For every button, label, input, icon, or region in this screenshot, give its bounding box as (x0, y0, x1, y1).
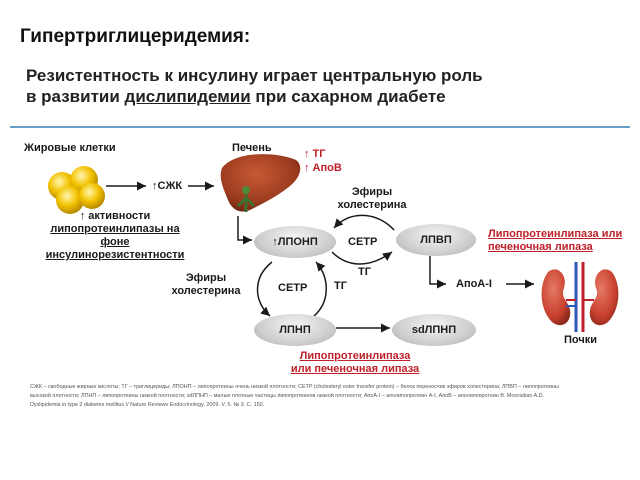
liver-label: Печень (232, 142, 272, 154)
reference-footnote: СЖК – свободные жирные кислоты; ТГ – три… (30, 383, 630, 410)
slide-heading: Резистентность к инсулину играет централ… (26, 65, 586, 107)
divider-rule (10, 126, 630, 128)
heading-line-2-end: при сахарном диабете (250, 87, 446, 106)
liver-tg-label: ↑ ТГ (304, 148, 326, 160)
tg-top-label: ТГ (358, 266, 371, 278)
reference-line-2: высокой плотности; ЛПНП – липопротеины н… (30, 393, 545, 399)
heading-line-2-start: в развитии (26, 87, 125, 106)
heading-line-2: в развитии дислипидемии при сахарном диа… (26, 86, 586, 107)
heading-underlined-word: дислипидемии (124, 87, 251, 106)
lipase-bottom-line-2: или печеночная липаза (290, 363, 420, 375)
lipase-activity-line-1: ↑ активности (79, 210, 151, 222)
sdldl-node: sdЛПНП (392, 314, 476, 346)
esters-top-line-2: холестерина (337, 199, 407, 211)
hdl-node: ЛПВП (396, 224, 476, 256)
reference-line-3: Dyslipidemia in type 2 diabetes mellitus… (30, 402, 265, 408)
lipase-activity-note: ↑ активности липопротеинлипазы на фоне и… (40, 210, 190, 262)
lipase-right-label: Липопротеинлипаза или печеночная липаза (488, 228, 638, 254)
arrow-hdl-to-apoa1 (429, 256, 446, 289)
kidneys-label: Почки (564, 334, 598, 346)
esters-top-line-1: Эфиры (351, 186, 393, 198)
arrow-vldl-to-hdl (331, 251, 393, 265)
fat-cells-icon (48, 166, 105, 214)
arrow-ldl-to-vldl (313, 261, 327, 317)
lipase-right-line-2: печеночная липаза (488, 241, 593, 253)
esters-left-line-1: Эфиры (185, 272, 227, 284)
apoa1-label: АпоА-I (456, 278, 492, 290)
liver-apob-label: ↑ АпоВ (304, 162, 342, 174)
cetp-left-label: CETP (278, 282, 308, 294)
lipase-activity-line-2: липопротеинлипазы на фоне (50, 223, 180, 248)
esters-left-label: Эфиры холестерина (164, 272, 248, 298)
tg-left-label: ТГ (334, 280, 347, 292)
ldl-node: ЛПНП (254, 314, 336, 346)
slide-title: Гипертриглицеридемия: (20, 26, 251, 47)
lipase-bottom-label: Липопротеинлипаза или печеночная липаза (290, 350, 420, 376)
lipase-right-line-1: Липопротеинлипаза или (488, 228, 623, 240)
arrow-liver-to-vldl (237, 216, 252, 245)
kidneys-icon (541, 262, 619, 332)
reference-line-1: СЖК – свободные жирные кислоты; ТГ – три… (30, 384, 559, 390)
lipase-activity-line-3: инсулинорезистентности (45, 249, 185, 261)
cetp-top-label: CETP (348, 236, 378, 248)
esters-top-label: Эфиры холестерина (332, 186, 412, 212)
arrow-vldl-to-ldl (256, 261, 273, 317)
liver-icon (220, 154, 301, 212)
vldl-node: ↑ЛПОНП (254, 226, 336, 258)
esters-left-line-2: холестерина (171, 285, 241, 297)
arrow-hdl-to-vldl (333, 214, 395, 231)
ffa-label: ↑СЖК (152, 180, 183, 192)
heading-line-1: Резистентность к инсулину играет централ… (26, 66, 483, 85)
lipase-bottom-line-1: Липопротеинлипаза (299, 350, 411, 362)
fat-cells-label: Жировые клетки (24, 142, 116, 154)
